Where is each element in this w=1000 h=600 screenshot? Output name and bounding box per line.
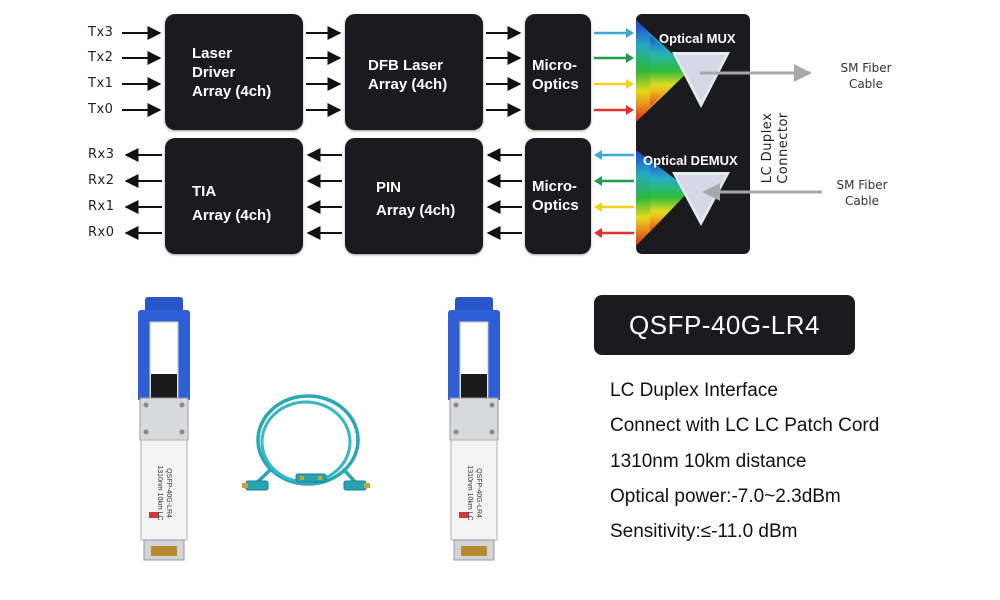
tia-line1: TIA (192, 183, 217, 200)
micro-optics-tx-line2: Optics (532, 76, 579, 93)
rx3-label: Rx3 (88, 147, 115, 162)
laser-driver-line3: Array (4ch) (192, 83, 272, 100)
rx0-label: Rx0 (88, 225, 115, 240)
sm-fiber-cable-rx-label: SM Fiber Cable (822, 177, 902, 209)
sm-fiber-tx-line1: SM Fiber (840, 61, 892, 75)
rx-output-arrows (124, 148, 162, 240)
dfb-line2: Array (4ch) (368, 76, 448, 93)
lc-duplex-connector-label: LC Duplex Connector (760, 98, 792, 198)
lc-label-line1: LC Duplex (760, 112, 775, 184)
micro-optics-rx-line1: Micro- (532, 178, 577, 195)
module-right-model: QSFP-40G-LR4 (475, 468, 482, 518)
rx2-label: Rx2 (88, 173, 115, 188)
micro-optics-rx-block: Micro- Optics (525, 138, 591, 254)
module-right-sticker: QSFP-40G-LR4 1310nm 10km LC (454, 450, 494, 530)
spec-patch-cord: Connect with LC LC Patch Cord (610, 415, 880, 436)
pin-to-tia-arrows (306, 148, 342, 240)
lc-patch-cord (242, 394, 370, 491)
lc-label-line2: Connector (776, 112, 791, 184)
tx1-label: Tx1 (88, 76, 114, 91)
sm-fiber-tx-line2: Cable (848, 77, 884, 91)
rx-channel-arrows (594, 150, 634, 238)
spec-optical-power: Optical power:-7.0~2.3dBm (610, 486, 841, 507)
module-left-sticker: QSFP-40G-LR4 1310nm 10km LC (144, 450, 184, 530)
sm-fiber-rx-line2: Cable (844, 194, 880, 208)
laser-driver-block: Laser Driver Array (4ch) (165, 14, 303, 130)
tia-block: TIA Array (4ch) (165, 138, 303, 254)
module-left-model: QSFP-40G-LR4 (165, 468, 172, 518)
micro-optics-tx-line1: Micro- (532, 57, 577, 74)
module-right-spec: 1310nm 10km LC (466, 465, 473, 521)
pin-block: PIN Array (4ch) (345, 138, 483, 254)
optical-demux-label: Optical DEMUX (643, 153, 738, 168)
model-badge: QSFP-40G-LR4 (594, 295, 855, 355)
tx-channel-arrows (594, 28, 634, 115)
micro-optics-tx-block: Micro- Optics (525, 14, 591, 130)
pin-line2: Array (4ch) (376, 202, 456, 219)
sm-fiber-rx-line1: SM Fiber (836, 178, 888, 192)
qsfp-module-left (138, 297, 190, 561)
micro-optics-rx-line2: Optics (532, 197, 579, 214)
tx0-label: Tx0 (88, 102, 114, 117)
laser-driver-line1: Laser (192, 45, 233, 62)
mux-prism (636, 20, 730, 122)
optics-to-pin-arrows (486, 148, 522, 240)
optical-mux-label: Optical MUX (659, 31, 736, 46)
dfb-line1: DFB Laser (368, 57, 444, 74)
tia-line2: Array (4ch) (192, 207, 272, 224)
dfb-to-optics-arrows (486, 26, 522, 117)
tx2-label: Tx2 (88, 50, 114, 65)
laser-driver-line2: Driver (192, 64, 236, 81)
spec-sensitivity: Sensitivity:≤-11.0 dBm (610, 521, 798, 542)
sm-fiber-cable-tx-label: SM Fiber Cable (826, 60, 906, 92)
dfb-laser-block: DFB Laser Array (4ch) (345, 14, 483, 130)
driver-to-dfb-arrows (306, 26, 342, 117)
qsfp-module-right (448, 297, 500, 561)
rx1-label: Rx1 (88, 199, 115, 214)
pin-line1: PIN (376, 179, 402, 196)
tx3-label: Tx3 (88, 25, 114, 40)
module-left-spec: 1310nm 10km LC (156, 465, 163, 521)
tx-input-arrows (122, 26, 162, 117)
spec-interface: LC Duplex Interface (610, 380, 778, 401)
spec-distance: 1310nm 10km distance (610, 451, 807, 472)
